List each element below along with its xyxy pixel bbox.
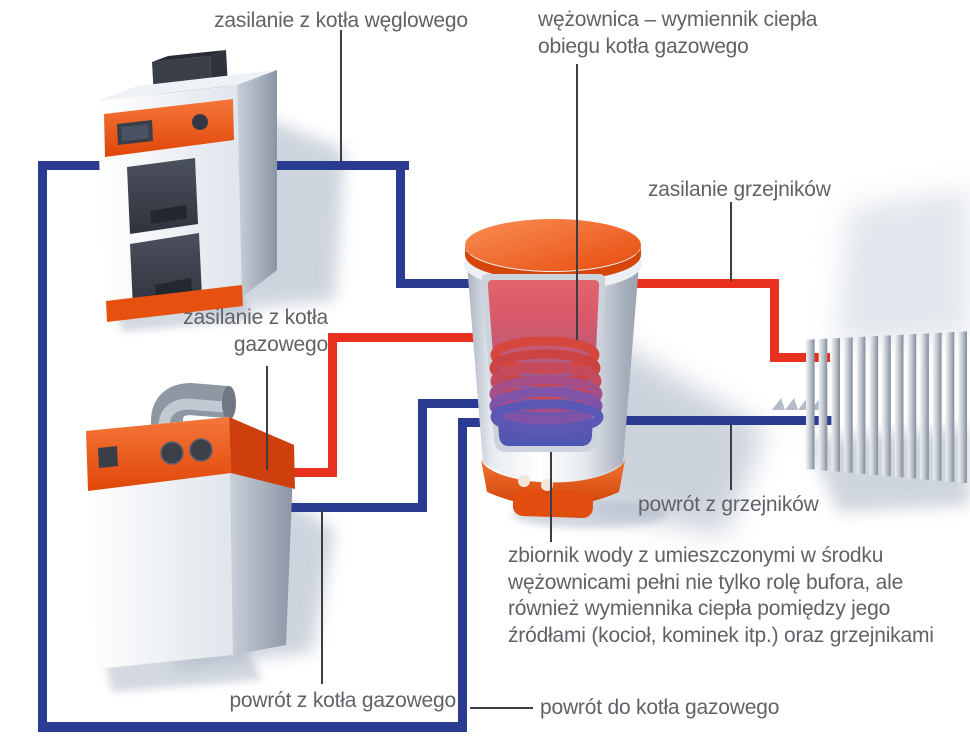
pipe-gas-return-from-v: [418, 399, 427, 512]
label-gas-supply: zasilanie z kotła gazowego: [140, 304, 328, 358]
pipe-radiator-supply-v: [770, 279, 779, 362]
coal-base-strip: [106, 285, 243, 322]
label-gas-return-from: powrót z kotła gazowego: [229, 689, 456, 712]
gas-display-icon: [98, 446, 118, 468]
radiator: [772, 331, 968, 484]
label-radiator-supply: zasilanie grzejników: [648, 178, 831, 201]
label-coil-line1: wężownica – wymiennik ciepła: [538, 8, 818, 31]
label-gas-return-to: powrót do kotła gazowego: [540, 696, 780, 719]
pipe-gas-return-into-tank: [458, 418, 492, 427]
radiator-wall-shadow: [836, 188, 970, 345]
pipe-coal-supply-drop: [396, 161, 405, 288]
buffer-tank: [464, 219, 642, 519]
tank-top-cap: [465, 219, 641, 271]
pipe-gas-supply-v: [328, 333, 337, 477]
pipe-gas-return-from-h: [240, 503, 427, 512]
label-gas-supply-line2: gazowego: [233, 333, 328, 356]
label-coal-supply: zasilanie z kotła węglowego: [214, 9, 468, 32]
pipe-radiator-supply-h2: [770, 353, 830, 362]
pipe-coal-supply-into-tank: [396, 279, 478, 288]
coal-chimney-icon: [152, 50, 226, 62]
label-coil: wężownica – wymiennik ciepła obiegu kotł…: [538, 6, 817, 60]
leader-lines: [266, 30, 732, 709]
coal-boiler: [97, 50, 277, 322]
label-tank-note: zbiornik wody z umieszczonymi w środku w…: [508, 544, 934, 647]
gas-control-panel: [86, 417, 231, 491]
radiator-fin-shadow: [772, 398, 824, 410]
pipe-gas-return-riser: [458, 418, 467, 732]
coal-boiler-side: [237, 70, 277, 297]
pipe-gas-return-from-into-tank: [418, 399, 492, 408]
gas-knob-icon: [160, 441, 184, 465]
coal-upper-door: [127, 158, 198, 234]
gas-boiler: [86, 383, 295, 669]
coal-knob-icon: [192, 114, 208, 130]
pipe-bottom-run: [38, 722, 467, 732]
label-coil-line2: obiegu kotła gazowego: [538, 35, 749, 58]
pipe-gas-supply-h2: [328, 333, 480, 342]
coal-boiler-top: [97, 70, 277, 101]
gas-knob-icon: [189, 438, 213, 462]
pipe-radiator-return: [612, 416, 834, 425]
buffer-tank-shadow: [584, 332, 766, 534]
heat-exchanger-coil: [489, 336, 604, 435]
label-gas-supply-line1: zasilanie z kotła: [183, 306, 328, 329]
pipe-left-riser: [38, 161, 47, 732]
label-radiator-return: powrót z grzejników: [638, 493, 819, 516]
pipe-radiator-supply-h1: [612, 279, 779, 288]
